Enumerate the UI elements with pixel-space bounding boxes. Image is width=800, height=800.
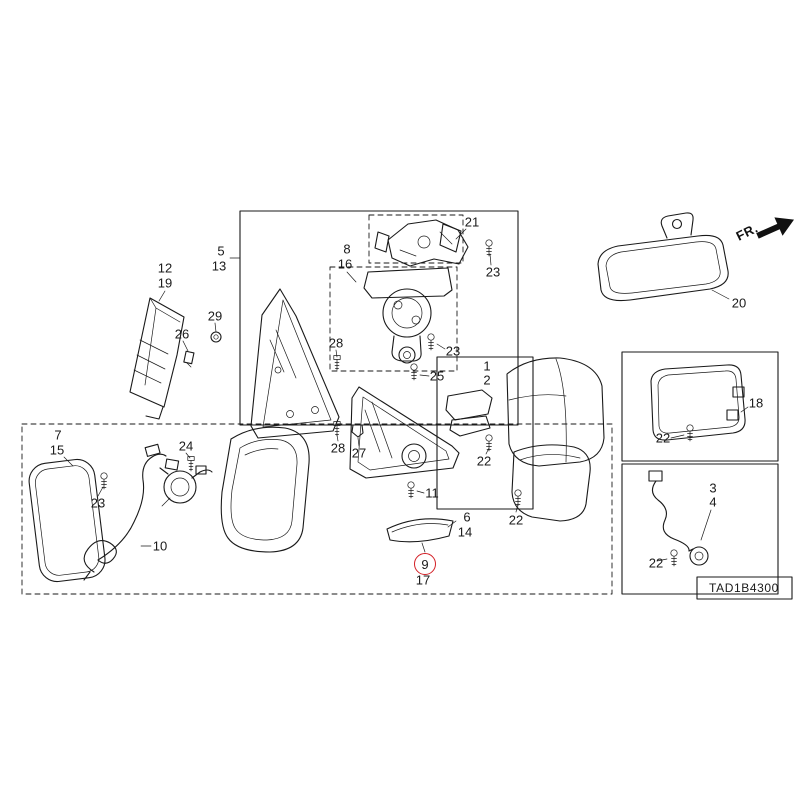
part-label-28-a[interactable]: 28 [328,335,344,351]
group-box-lower-assembly [21,423,613,595]
group-boxes [21,210,793,600]
mirror-glass-right-drawing [650,364,746,441]
part-label-6[interactable]: 6 [463,509,471,525]
bolt-11-icon [407,481,415,499]
diagram-code-box [696,576,793,600]
fr-arrow-icon [756,217,795,239]
part-label-12[interactable]: 12 [157,260,173,276]
harness-10-drawing [83,443,180,581]
group-box-glass-18 [621,351,779,462]
part-label-7[interactable]: 7 [54,427,62,443]
screw-23-top-icon [485,239,493,257]
leader-lines [63,228,749,562]
screw-22-harness-icon [670,549,678,567]
part-label-2[interactable]: 2 [483,372,491,388]
nut-29-drawing [210,331,222,343]
part-label-27[interactable]: 27 [351,445,367,461]
garnish-6-14-drawing [386,518,454,543]
group-box-harness-3-4 [621,463,779,595]
part-label-22-a[interactable]: 22 [655,430,671,446]
screw-22-cover-icon [514,489,522,507]
part-label-24[interactable]: 24 [178,438,194,454]
screw-23-mid-icon [427,333,435,351]
part-label-26[interactable]: 26 [174,326,190,342]
harness-3-4-drawing [648,470,709,566]
part-label-21[interactable]: 21 [464,214,480,230]
screw-25-icon [410,363,418,381]
clip-27-drawing [351,424,364,438]
screw-23-left-icon [100,472,108,490]
part-label-23-a[interactable]: 23 [485,264,501,280]
sail-gasket-drawing [250,288,340,439]
part-label-28-b[interactable]: 28 [330,440,346,456]
part-label-9-selected[interactable]: 9 [414,553,436,575]
actuator-left-drawing [159,465,213,507]
part-label-1[interactable]: 1 [483,358,491,374]
part-label-16[interactable]: 16 [337,256,353,272]
mirror-glass-left-drawing [28,458,106,583]
part-label-22-c[interactable]: 22 [508,512,524,528]
bolt-28-top-icon [333,355,341,371]
part-label-15[interactable]: 15 [49,442,65,458]
part-label-3[interactable]: 3 [709,480,717,496]
mirror-frame-bracket-drawing [374,219,469,267]
part-label-5[interactable]: 5 [217,243,225,259]
rearview-mirror-drawing [597,212,729,302]
part-label-20[interactable]: 20 [731,295,747,311]
part-label-4[interactable]: 4 [709,494,717,510]
part-label-19[interactable]: 19 [157,275,173,291]
sail-base-drawing [349,386,460,479]
corner-garnish-drawing [129,297,185,420]
part-label-22-d[interactable]: 22 [648,555,664,571]
bolt-24-icon [187,456,195,472]
group-box-actuator [329,266,458,372]
group-box-mirror-assembly [239,210,519,426]
group-box-garnish-1-2 [436,356,534,510]
part-label-8[interactable]: 8 [343,241,351,257]
part-label-25[interactable]: 25 [429,368,445,384]
part-label-17[interactable]: 17 [415,572,431,588]
part-label-13[interactable]: 13 [211,258,227,274]
screw-22-glass18-icon [686,424,694,442]
part-label-22-b[interactable]: 22 [476,453,492,469]
part-label-11[interactable]: 11 [425,485,439,501]
mirror-actuator-drawing [363,267,453,364]
part-label-23-b[interactable]: 23 [445,343,461,359]
mirror-cover-drawing [506,357,605,467]
clip-26-drawing [183,350,195,368]
mirror-housing-drawing [220,426,310,553]
part-label-14[interactable]: 14 [457,524,473,540]
diagram-code: TAD1B4300 [709,581,779,595]
garnish-1-2-drawing [445,389,493,437]
part-label-10[interactable]: 10 [152,538,168,554]
fastener-icons [100,239,694,567]
mirror-cover-lower-drawing [511,444,591,522]
part-label-18[interactable]: 18 [748,395,764,411]
part-label-29[interactable]: 29 [207,308,223,324]
part-label-23-c[interactable]: 23 [90,495,106,511]
